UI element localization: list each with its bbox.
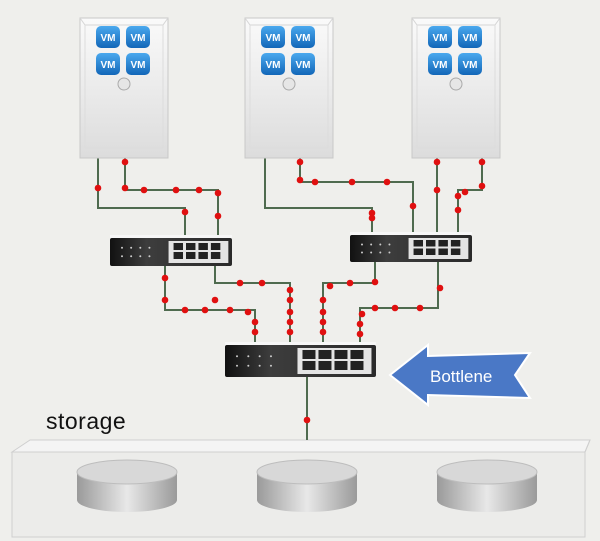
- packet-dot: [319, 328, 327, 336]
- packet-dot: [356, 320, 364, 328]
- vm-badge: VM: [96, 26, 120, 48]
- packet-dot: [368, 214, 376, 222]
- bottleneck-arrow: Bottlene: [388, 342, 532, 408]
- vm-label: VM: [131, 33, 146, 44]
- network-cable: [124, 158, 219, 238]
- packet-dot: [296, 176, 304, 184]
- vm-label: VM: [296, 60, 311, 71]
- packet-dot: [140, 186, 148, 194]
- switch-core: [225, 342, 376, 377]
- network-cable: [264, 158, 373, 235]
- network-cable: [322, 262, 376, 345]
- packet-dot: [436, 284, 444, 292]
- vm-badge: VM: [261, 26, 285, 48]
- packet-dot: [383, 178, 391, 186]
- packet-dot: [348, 178, 356, 186]
- packet-dot: [454, 206, 462, 214]
- packet-dot: [371, 304, 379, 312]
- vm-badge: VM: [126, 26, 150, 48]
- storage-disk-1: [76, 459, 178, 512]
- switch-right: [350, 232, 472, 262]
- network-cable: [359, 262, 439, 345]
- packet-dot: [251, 328, 259, 336]
- vm-label: VM: [463, 33, 478, 44]
- packet-dot: [303, 416, 311, 424]
- packet-dot: [161, 296, 169, 304]
- storage-disk-3: [436, 459, 538, 512]
- packet-dot: [211, 296, 219, 304]
- storage-label: storage: [46, 408, 127, 434]
- network-cable: [299, 158, 414, 235]
- vm-badge: VM: [428, 26, 452, 48]
- packet-dot: [286, 286, 294, 294]
- packet-dot: [416, 304, 424, 312]
- packet-dot: [433, 186, 441, 194]
- packet-dot: [286, 308, 294, 316]
- vm-label: VM: [433, 60, 448, 71]
- packet-dot: [214, 212, 222, 220]
- packet-dot: [251, 318, 259, 326]
- vm-label: VM: [131, 60, 146, 71]
- packet-dot: [286, 328, 294, 336]
- packet-dot: [319, 308, 327, 316]
- packet-dot: [368, 209, 376, 217]
- packet-dot: [236, 279, 244, 287]
- vm-label: VM: [101, 60, 116, 71]
- packet-dot: [121, 184, 129, 192]
- packet-dot: [391, 304, 399, 312]
- storage-disk-2: [256, 459, 358, 512]
- server-2: VM VM VM VM: [244, 17, 334, 159]
- packet-dot: [226, 306, 234, 314]
- packet-dot: [286, 296, 294, 304]
- packet-dot: [478, 182, 486, 190]
- packet-dot: [454, 192, 462, 200]
- switch-left: [110, 235, 232, 266]
- packet-dot: [319, 318, 327, 326]
- vm-badge: VM: [126, 53, 150, 75]
- vm-label: VM: [266, 60, 281, 71]
- vm-badge: VM: [458, 53, 482, 75]
- vm-label: VM: [266, 33, 281, 44]
- network-cable: [97, 158, 186, 238]
- packet-dot: [409, 202, 417, 210]
- packet-dot: [346, 279, 354, 287]
- packet-dot: [461, 188, 469, 196]
- packet-dot: [371, 278, 379, 286]
- packet-dot: [181, 306, 189, 314]
- packet-dot: [258, 279, 266, 287]
- packet-dot: [286, 318, 294, 326]
- packet-dot: [214, 189, 222, 197]
- network-cable: [457, 158, 483, 235]
- packet-dot: [161, 274, 169, 282]
- packet-dot: [358, 310, 366, 318]
- server-3: VM VM VM VM: [411, 17, 501, 159]
- vm-label: VM: [433, 33, 448, 44]
- packet-dot: [326, 282, 334, 290]
- server-1: VM VM VM VM: [79, 17, 169, 159]
- packet-dot: [296, 158, 304, 166]
- vm-badge: VM: [96, 53, 120, 75]
- vm-label: VM: [296, 33, 311, 44]
- packet-dot: [172, 186, 180, 194]
- vm-badge: VM: [428, 53, 452, 75]
- vm-label: VM: [463, 60, 478, 71]
- packet-dot: [195, 186, 203, 194]
- vm-badge: VM: [291, 26, 315, 48]
- packet-dot: [244, 308, 252, 316]
- packet-dot: [94, 184, 102, 192]
- vm-badge: VM: [291, 53, 315, 75]
- vm-badge: VM: [261, 53, 285, 75]
- packet-dot: [201, 306, 209, 314]
- bottleneck-label: Bottlene: [430, 367, 492, 386]
- packet-dot: [433, 158, 441, 166]
- packet-dot: [356, 330, 364, 338]
- vm-label: VM: [101, 33, 116, 44]
- packet-dot: [478, 158, 486, 166]
- packet-dot: [181, 208, 189, 216]
- packet-dot: [319, 296, 327, 304]
- vm-badge: VM: [458, 26, 482, 48]
- packet-dot: [311, 178, 319, 186]
- network-cable: [164, 266, 256, 345]
- packet-dot: [121, 158, 129, 166]
